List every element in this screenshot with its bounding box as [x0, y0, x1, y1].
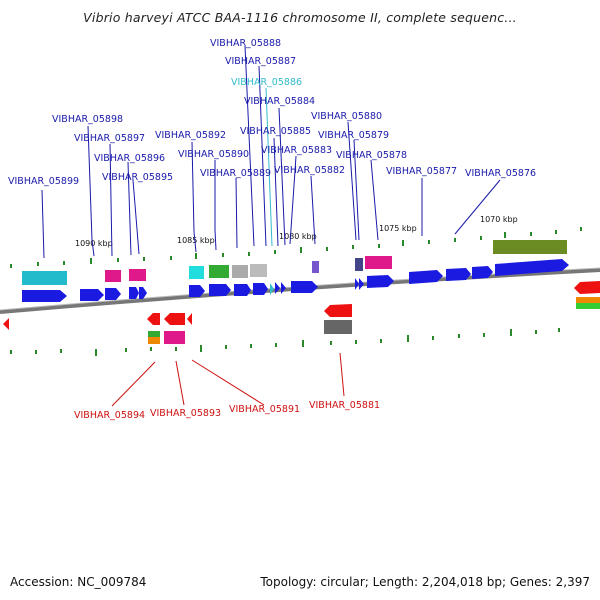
gene-arrow[interactable] — [209, 284, 231, 296]
feature-box[interactable] — [148, 331, 160, 337]
gene-arrow[interactable] — [291, 281, 318, 293]
gene-label[interactable]: VIBHAR_05891 — [229, 404, 300, 415]
gene-label[interactable]: VIBHAR_05877 — [386, 166, 457, 177]
gene-arrow[interactable] — [472, 266, 493, 279]
gene-label[interactable]: VIBHAR_05898 — [52, 114, 123, 125]
gene-label[interactable]: VIBHAR_05892 — [155, 130, 226, 141]
gene-label[interactable]: VIBHAR_05885 — [240, 126, 311, 137]
gene-arrow[interactable] — [129, 287, 139, 299]
feature-box[interactable] — [493, 240, 567, 254]
gene-arrow[interactable] — [281, 282, 286, 294]
gene-arrow[interactable] — [253, 283, 268, 295]
feature-box[interactable] — [250, 264, 267, 277]
gene-arrow[interactable] — [409, 270, 443, 284]
gene-label[interactable]: VIBHAR_05887 — [225, 56, 296, 67]
reverse-gene-labels: VIBHAR_05894 VIBHAR_05893 VIBHAR_05891 V… — [74, 400, 380, 421]
gene-label-highlight[interactable]: VIBHAR_05886 — [231, 77, 302, 88]
gene-label[interactable]: VIBHAR_05888 — [210, 38, 281, 49]
reverse-genes — [3, 281, 600, 344]
gene-label[interactable]: VIBHAR_05890 — [178, 149, 249, 160]
gene-arrow[interactable] — [80, 289, 104, 301]
gene-arrow[interactable] — [355, 278, 359, 290]
gene-arrow[interactable] — [234, 284, 251, 296]
feature-box[interactable] — [148, 337, 160, 344]
gene-label[interactable]: VIBHAR_05894 — [74, 410, 145, 421]
feature-box[interactable] — [232, 265, 248, 278]
gene-arrow[interactable] — [275, 282, 280, 294]
gene-label[interactable]: VIBHAR_05884 — [244, 96, 315, 107]
gene-label[interactable]: VIBHAR_05876 — [465, 168, 536, 179]
scale-label-1070: 1070 kbp — [480, 215, 518, 224]
gene-arrow[interactable] — [187, 313, 192, 325]
highlight-leader — [265, 87, 273, 247]
gene-arrow[interactable] — [189, 285, 205, 297]
gene-label[interactable]: VIBHAR_05889 — [200, 168, 271, 179]
scale-label-1075: 1075 kbp — [379, 224, 417, 233]
forward-genes — [22, 259, 569, 302]
feature-box[interactable] — [129, 269, 146, 281]
forward-gene-labels: VIBHAR_05899 VIBHAR_05898 VIBHAR_05897 V… — [8, 38, 536, 187]
gene-arrow[interactable] — [324, 304, 352, 317]
gene-label[interactable]: VIBHAR_05880 — [311, 111, 382, 122]
gene-label[interactable]: VIBHAR_05883 — [261, 145, 332, 156]
gene-arrow[interactable] — [270, 283, 274, 295]
gene-arrow[interactable] — [367, 275, 394, 288]
gene-label[interactable]: VIBHAR_05893 — [150, 408, 221, 419]
lower-tick-row — [10, 328, 560, 356]
feature-box[interactable] — [22, 271, 67, 285]
reverse-label-leaders — [111, 352, 345, 407]
map-title: Vibrio harveyi ATCC BAA-1116 chromosome … — [83, 10, 517, 25]
gene-arrow[interactable] — [574, 281, 600, 294]
genome-summary-text: Topology: circular; Length: 2,204,018 bp… — [260, 575, 590, 589]
gene-arrow[interactable] — [105, 288, 121, 300]
feature-box[interactable] — [105, 270, 121, 282]
accession-text: Accession: NC_009784 — [10, 575, 147, 589]
feature-box[interactable] — [324, 320, 352, 334]
scale-label-1090: 1090 kbp — [75, 239, 113, 248]
gene-label[interactable]: VIBHAR_05895 — [102, 172, 173, 183]
feature-box[interactable] — [355, 258, 363, 271]
gene-arrow[interactable] — [3, 318, 9, 330]
feature-box[interactable] — [312, 261, 319, 273]
gene-label[interactable]: VIBHAR_05881 — [309, 400, 380, 411]
gene-label[interactable]: VIBHAR_05896 — [94, 153, 165, 164]
feature-box[interactable] — [189, 266, 204, 279]
gene-label[interactable]: VIBHAR_05882 — [274, 165, 345, 176]
feature-box[interactable] — [576, 303, 600, 309]
feature-box[interactable] — [576, 297, 600, 303]
gene-label[interactable]: VIBHAR_05878 — [336, 150, 407, 161]
gene-arrow[interactable] — [22, 290, 67, 302]
upper-tick-row — [10, 227, 582, 268]
feature-box[interactable] — [365, 256, 392, 269]
gene-arrow[interactable] — [147, 313, 160, 325]
gene-label[interactable]: VIBHAR_05897 — [74, 133, 145, 144]
gene-arrow[interactable] — [139, 287, 147, 299]
scale-label-1085: 1085 kbp — [177, 236, 215, 245]
gene-arrow[interactable] — [164, 313, 185, 325]
feature-box[interactable] — [209, 265, 229, 278]
feature-box[interactable] — [164, 331, 185, 344]
forward-label-leaders — [41, 45, 501, 259]
forward-features — [22, 240, 567, 285]
gene-arrow[interactable] — [359, 278, 364, 290]
gene-label[interactable]: VIBHAR_05879 — [318, 130, 389, 141]
gene-label[interactable]: VIBHAR_05899 — [8, 176, 79, 187]
scale-label-1080: 1080 kbp — [279, 232, 317, 241]
gene-arrow[interactable] — [495, 259, 569, 276]
gene-arrow[interactable] — [446, 268, 471, 281]
